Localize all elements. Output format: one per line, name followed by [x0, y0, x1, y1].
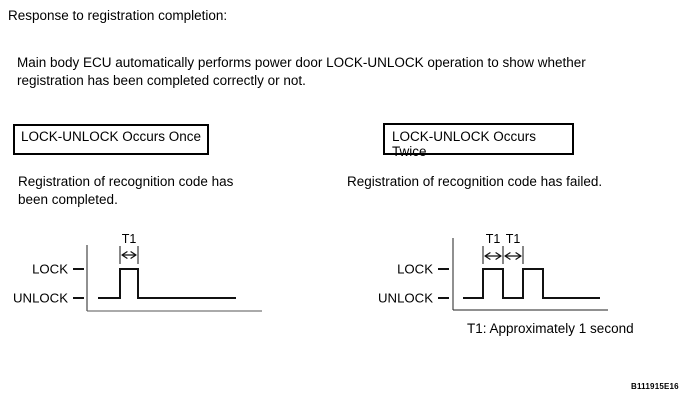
t1-double-arrow-second: [504, 252, 522, 260]
t1-double-arrow: [121, 251, 137, 259]
page-title: Response to registration completion:: [8, 8, 228, 23]
result-box-once: LOCK-UNLOCK Occurs Once: [13, 124, 209, 155]
t1-interval-ticks: [119, 246, 139, 264]
footnote-t1-definition: T1: Approximately 1 second: [467, 321, 634, 336]
caption-registration-completed: Registration of recognition code has bee…: [18, 174, 234, 207]
lock-label: LOCK: [32, 262, 68, 277]
t1-double-arrow-first: [484, 252, 502, 260]
t1-interval-ticks: [482, 246, 524, 264]
t1-label-first: T1: [486, 232, 501, 246]
waveform-diagram-twice: LOCK UNLOCK T1 T1: [378, 232, 608, 311]
result-box-twice: LOCK-UNLOCK Occurs Twice: [383, 123, 574, 159]
t1-label-second: T1: [506, 232, 521, 246]
unlock-label: UNLOCK: [13, 291, 68, 306]
result-box-once-label: LOCK-UNLOCK Occurs Once: [21, 129, 202, 144]
t1-label: T1: [122, 232, 137, 246]
pulse-trace: [463, 268, 600, 299]
result-box-twice-label: LOCK-UNLOCK Occurs Twice: [392, 129, 537, 159]
unlock-label: UNLOCK: [378, 291, 433, 306]
figure-code: B111915E16: [631, 382, 679, 391]
pulse-trace: [98, 268, 236, 299]
waveform-diagram-once: LOCK UNLOCK T1: [13, 232, 262, 312]
intro-paragraph: Main body ECU automatically performs pow…: [17, 55, 586, 88]
lock-label: LOCK: [397, 262, 433, 277]
caption-registration-failed: Registration of recognition code has fai…: [347, 174, 603, 189]
